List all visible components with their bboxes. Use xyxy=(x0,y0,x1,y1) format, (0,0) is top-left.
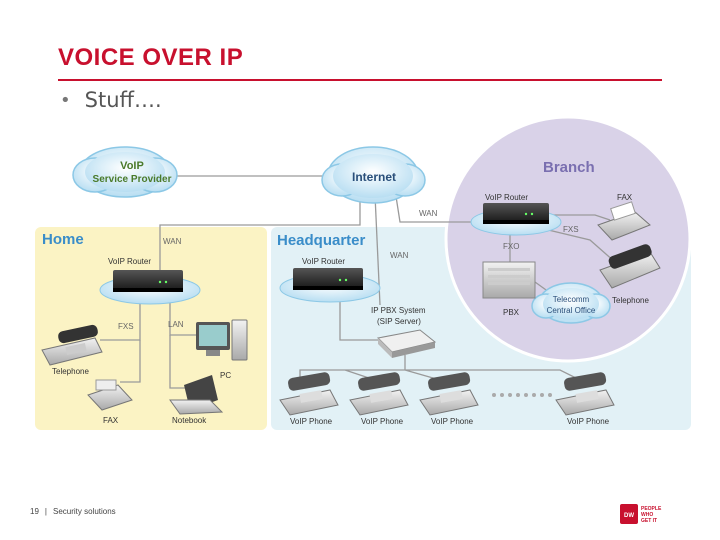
home-fxs-label: FXS xyxy=(118,322,134,331)
branch-router xyxy=(470,203,562,236)
hq-wan-label: WAN xyxy=(390,251,409,260)
phone1-label: VoIP Phone xyxy=(290,417,333,426)
more-phones-ellipsis-icon xyxy=(492,393,552,397)
headquarter-zone-label: Headquarter xyxy=(277,232,366,249)
phone4-label: VoIP Phone xyxy=(567,417,610,426)
link-internet-home xyxy=(159,195,361,275)
home-zone-label: Home xyxy=(42,231,84,248)
branch-fxs-label: FXS xyxy=(563,225,579,234)
link-branch-fxs-phone xyxy=(539,227,616,263)
link-internet-branch xyxy=(394,189,485,223)
svg-text:Service Provider: Service Provider xyxy=(93,174,172,185)
branch-telephone-icon xyxy=(599,244,661,289)
branch-pbx-label: PBX xyxy=(503,308,520,317)
page-number: 19 xyxy=(30,507,39,516)
slide-footer: 19 | Security solutions xyxy=(30,507,116,516)
hq-router xyxy=(279,268,381,303)
footer-separator: | xyxy=(44,507,47,516)
home-telephone-icon xyxy=(41,324,103,366)
branch-router-label: VoIP Router xyxy=(485,193,528,202)
home-lan-label: LAN xyxy=(168,320,184,329)
home-notebook-label: Notebook xyxy=(172,416,207,425)
hq-pbx-label-2: (SIP Server) xyxy=(377,317,421,326)
branch-telephone-label: Telephone xyxy=(612,296,649,305)
bullet-item: • Stuff…. xyxy=(60,88,162,114)
home-pc-label: PC xyxy=(220,371,231,380)
link-home-fax xyxy=(120,340,141,383)
internet-cloud: Internet xyxy=(321,146,426,204)
branch-fxo-label: FXO xyxy=(503,242,519,251)
branch-zone xyxy=(444,115,692,363)
svg-text:Internet: Internet xyxy=(352,170,396,184)
telecomm-cloud: Telecomm Central Office xyxy=(531,282,611,324)
branch-wan-label: WAN xyxy=(419,209,438,218)
svg-text:PEOPLE: PEOPLE xyxy=(641,506,662,512)
home-telephone-label: Telephone xyxy=(52,367,89,376)
svg-text:DW: DW xyxy=(624,513,634,519)
home-wan-label: WAN xyxy=(163,237,182,246)
slide-title: VOICE OVER IP xyxy=(58,44,244,71)
voip-phone-3-icon xyxy=(419,372,479,416)
svg-text:GET IT: GET IT xyxy=(641,518,657,524)
branch-zone-label: Branch xyxy=(543,159,595,176)
home-router xyxy=(99,270,201,305)
phone3-label: VoIP Phone xyxy=(431,417,474,426)
branch-fax-icon xyxy=(597,201,651,241)
home-pc-icon xyxy=(196,319,248,361)
home-fax-icon xyxy=(87,379,133,411)
voip-phone-4-icon xyxy=(555,372,615,416)
title-rule xyxy=(58,79,662,81)
bullet-text: Stuff…. xyxy=(84,88,162,112)
svg-text:Telecomm: Telecomm xyxy=(553,295,590,304)
svg-text:Central Office: Central Office xyxy=(547,306,596,315)
voip-provider-cloud: VoIP Service Provider xyxy=(72,146,178,198)
svg-text:WHO: WHO xyxy=(641,512,653,518)
bullet-dot-icon: • xyxy=(60,90,71,111)
company-logo: DW PEOPLE WHO GET IT xyxy=(620,504,662,524)
hq-pbx-label-1: IP PBX System xyxy=(371,306,426,315)
branch-pbx-icon xyxy=(482,261,536,299)
svg-text:VoIP: VoIP xyxy=(120,160,144,172)
home-fax-label: FAX xyxy=(103,416,119,425)
footer-text: Security solutions xyxy=(52,507,116,516)
hq-router-label: VoIP Router xyxy=(302,257,345,266)
link-pbx-phones xyxy=(299,355,581,381)
phone2-label: VoIP Phone xyxy=(361,417,404,426)
ip-pbx-server-icon xyxy=(376,329,437,358)
home-router-label: VoIP Router xyxy=(108,257,151,266)
voip-phone-1-icon xyxy=(279,372,339,416)
link-hq-pbx xyxy=(339,296,380,341)
voip-phone-2-icon xyxy=(349,372,409,416)
home-notebook-icon xyxy=(169,375,224,415)
branch-fax-label: FAX xyxy=(617,193,633,202)
link-home-lan-notebook xyxy=(169,335,190,389)
